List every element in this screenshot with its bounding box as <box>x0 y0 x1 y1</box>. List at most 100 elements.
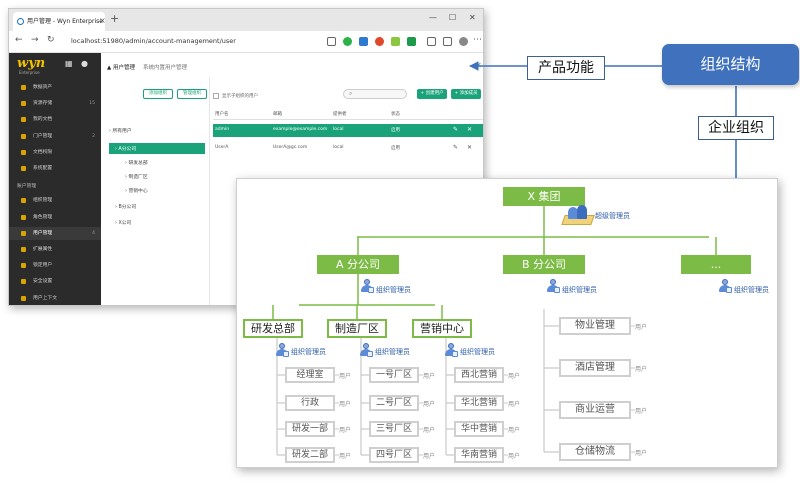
org-node-department[interactable]: 研发总部 <box>243 319 303 338</box>
table-row-selected[interactable] <box>213 124 483 137</box>
address-bar: ← → ↻ localhost:51980/admin/account-mana… <box>9 31 483 53</box>
column-header: 邮箱 <box>273 112 282 117</box>
url-field[interactable]: localhost:51980/admin/account-management… <box>71 37 236 45</box>
more-icon[interactable]: ⋯ <box>473 35 482 45</box>
org-node-subdept[interactable]: 研发一部 <box>285 421 335 437</box>
table-cell: admin <box>215 127 230 132</box>
extension-icon[interactable] <box>359 37 368 46</box>
profile-icon[interactable] <box>459 37 468 46</box>
org-node-subdept[interactable]: 行政 <box>285 395 335 411</box>
collections-icon[interactable] <box>427 37 436 46</box>
org-node-subdept[interactable]: 华北营销 <box>454 395 504 411</box>
tree-item[interactable]: › 制造厂区 <box>125 173 148 180</box>
edit-icon[interactable]: ✎ <box>453 144 459 151</box>
person-head <box>364 279 370 285</box>
sidebar-item[interactable]: 我的文档 <box>9 113 101 126</box>
sidebar-item[interactable]: 数据资产 <box>9 81 101 94</box>
tree-item[interactable]: › 研发总部 <box>125 159 148 166</box>
refresh-icon[interactable]: ↻ <box>47 35 55 45</box>
tree-item[interactable]: › 所有用户 <box>109 127 132 134</box>
grid-icon[interactable]: ▦ <box>65 59 73 68</box>
sidebar-item[interactable]: 文档权限 <box>9 146 101 159</box>
tree-item[interactable]: › A分公司 <box>115 145 136 152</box>
show-sub-checkbox[interactable] <box>213 93 219 99</box>
nav-icon <box>21 149 26 155</box>
edit-icon[interactable]: ✎ <box>453 126 459 133</box>
org-node-subdept[interactable]: 四号厂区 <box>369 447 419 463</box>
org-node-subdept[interactable]: 一号厂区 <box>369 367 419 383</box>
sidebar-item[interactable]: 安全设置 <box>9 275 101 288</box>
minimize-icon[interactable]: — <box>429 13 437 22</box>
org-node-company[interactable]: B 分公司 <box>503 255 585 274</box>
maximize-icon[interactable]: ☐ <box>449 13 457 22</box>
org-node-subdept[interactable]: 物业管理 <box>559 317 631 335</box>
forward-icon[interactable]: → <box>31 35 39 45</box>
create-user-button[interactable]: + 创建用户 <box>417 89 447 99</box>
close-window-icon[interactable]: ✕ <box>469 13 476 22</box>
org-node-subdept[interactable]: 华南营销 <box>454 447 504 463</box>
tree-item-label: 营销中心 <box>128 189 148 194</box>
org-admin-label: 组织管理员 <box>562 286 597 294</box>
org-node-subdept[interactable]: 仓储物流 <box>559 443 631 461</box>
favorite-icon[interactable] <box>327 37 336 46</box>
sidebar-item-label: 扩展属性 <box>33 247 53 252</box>
tree-item-label: A分公司 <box>118 147 137 152</box>
user-icon[interactable]: ● <box>81 59 88 68</box>
tree-item[interactable]: › X公司 <box>115 219 131 226</box>
org-node-subdept[interactable]: 商业运营 <box>559 401 631 419</box>
sidebar-item-count: 2 <box>92 133 95 139</box>
org-node-subdept[interactable]: 三号厂区 <box>369 421 419 437</box>
sidebar-item-label: 锁定用户 <box>33 263 53 269</box>
sidebar-item[interactable]: 扩展属性 <box>9 243 101 256</box>
org-node-subdept[interactable]: 华中营销 <box>454 421 504 437</box>
org-node-subdept[interactable]: 酒店管理 <box>559 359 631 377</box>
extension-icon[interactable] <box>343 37 352 46</box>
nav-icon <box>21 230 26 236</box>
extension-icon[interactable] <box>407 37 416 46</box>
org-node-subdept[interactable]: 研发二部 <box>285 447 335 463</box>
tree-item-label: 研发总部 <box>128 161 148 166</box>
org-node-subdept[interactable]: 西北营销 <box>454 367 504 383</box>
sidebar-item-label: 文档权限 <box>33 149 53 155</box>
tree-item-label: X公司 <box>118 221 132 226</box>
extension-icon[interactable] <box>391 37 400 46</box>
sidebar-item[interactable]: 角色管理 <box>9 211 101 224</box>
tree-item[interactable]: › B分公司 <box>115 203 136 210</box>
org-node-subdept[interactable]: 二号厂区 <box>369 395 419 411</box>
user-label: 用户 <box>508 373 521 380</box>
org-node-department[interactable]: 营销中心 <box>412 319 472 338</box>
delete-icon[interactable]: ✕ <box>467 144 473 151</box>
new-tab-icon[interactable]: + <box>110 12 120 25</box>
add-org-button[interactable]: 添加组织 <box>143 89 173 99</box>
back-icon[interactable]: ← <box>15 35 23 45</box>
org-node-company[interactable]: A 分公司 <box>317 255 399 274</box>
sidebar-item[interactable]: 锁定用户 <box>9 259 101 272</box>
add-member-button[interactable]: + 添加成员 <box>451 89 481 99</box>
search-input[interactable]: ⌕ <box>343 89 407 99</box>
chevron-icon: › <box>115 205 119 210</box>
sidebar-item[interactable]: 组织管理 <box>9 194 101 207</box>
user-label: 用户 <box>339 401 352 408</box>
org-node-subdept[interactable]: 经理室 <box>285 367 335 383</box>
org-node-department[interactable]: 制造厂区 <box>327 319 387 338</box>
org-node-root[interactable]: X 集团 <box>503 187 585 206</box>
org-node-company[interactable]: ... <box>681 255 751 274</box>
sidebar-item[interactable]: 用户上下文 <box>9 292 101 305</box>
sidebar-item-label: 用户管理 <box>33 230 53 236</box>
browser-tab[interactable]: 用户管理 - Wyn Enterprise × <box>13 12 105 31</box>
sidebar-item[interactable]: 系统配置 <box>9 162 101 175</box>
user-label: 用户 <box>635 324 648 331</box>
delete-icon[interactable]: ✕ <box>467 126 473 133</box>
extension-icon[interactable] <box>375 37 384 46</box>
super-admin-icon <box>561 205 595 227</box>
sidebar-item-count: 15 <box>89 101 95 107</box>
favorites-bar-icon[interactable] <box>443 37 452 46</box>
nav-icon <box>21 133 26 139</box>
tree-item[interactable]: › 营销中心 <box>125 187 148 194</box>
manage-org-button[interactable]: 管理组织 <box>177 89 207 99</box>
divider <box>213 119 483 120</box>
tab-close-icon[interactable]: × <box>99 17 105 25</box>
